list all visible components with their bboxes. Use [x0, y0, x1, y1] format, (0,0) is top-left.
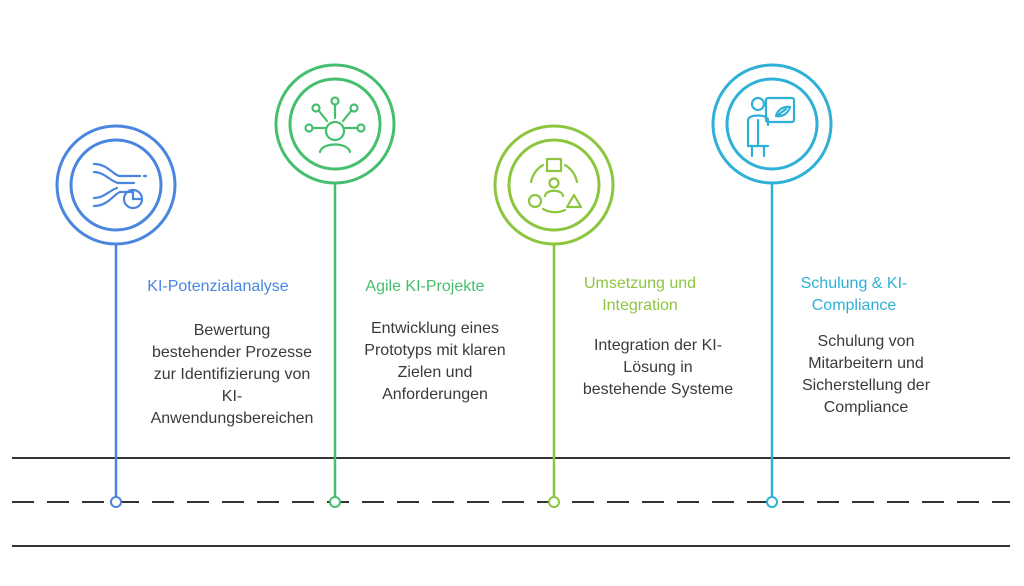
step-4-description: Schulung von Mitarbeitern und Sicherstel…: [801, 333, 931, 416]
step-3-description: Integration der KI- Lösung in bestehende…: [582, 337, 734, 398]
step-3-title: Umsetzung und Integration: [583, 275, 697, 314]
step-2-description: Entwicklung eines Prototyps mit klaren Z…: [364, 320, 506, 403]
milestone-1-inner-ring: [69, 138, 163, 232]
milestone-4: [711, 63, 833, 508]
milestone-2-outer-ring: [274, 63, 396, 185]
milestone-1-marker: [110, 496, 122, 508]
network-person-icon: [304, 96, 366, 154]
step-1-description: Bewertung bestehender Prozesse zur Ident…: [150, 322, 314, 427]
milestone-2-marker: [329, 496, 341, 508]
milestone-3-marker: [548, 496, 560, 508]
milestone-2-inner-ring: [288, 77, 382, 171]
step-4-title: Schulung & KI- Compliance: [800, 275, 908, 314]
milestone-1-outer-ring: [55, 124, 177, 246]
presentation-trainer-icon: [746, 96, 796, 158]
milestone-4-outer-ring: [711, 63, 833, 185]
milestone-4-marker: [766, 496, 778, 508]
milestone-3-inner-ring: [507, 138, 601, 232]
milestone-3: [493, 124, 615, 508]
step-2-title: Agile KI-Projekte: [365, 278, 485, 295]
analysis-chart-icon: [92, 162, 148, 210]
milestone-3-outer-ring: [493, 124, 615, 246]
milestone-4-inner-ring: [725, 77, 819, 171]
milestone-2: [274, 63, 396, 508]
milestone-1: [55, 124, 177, 508]
step-1-title: KI-Potenzialanalyse: [147, 278, 289, 295]
shapes-person-icon: [527, 157, 583, 214]
